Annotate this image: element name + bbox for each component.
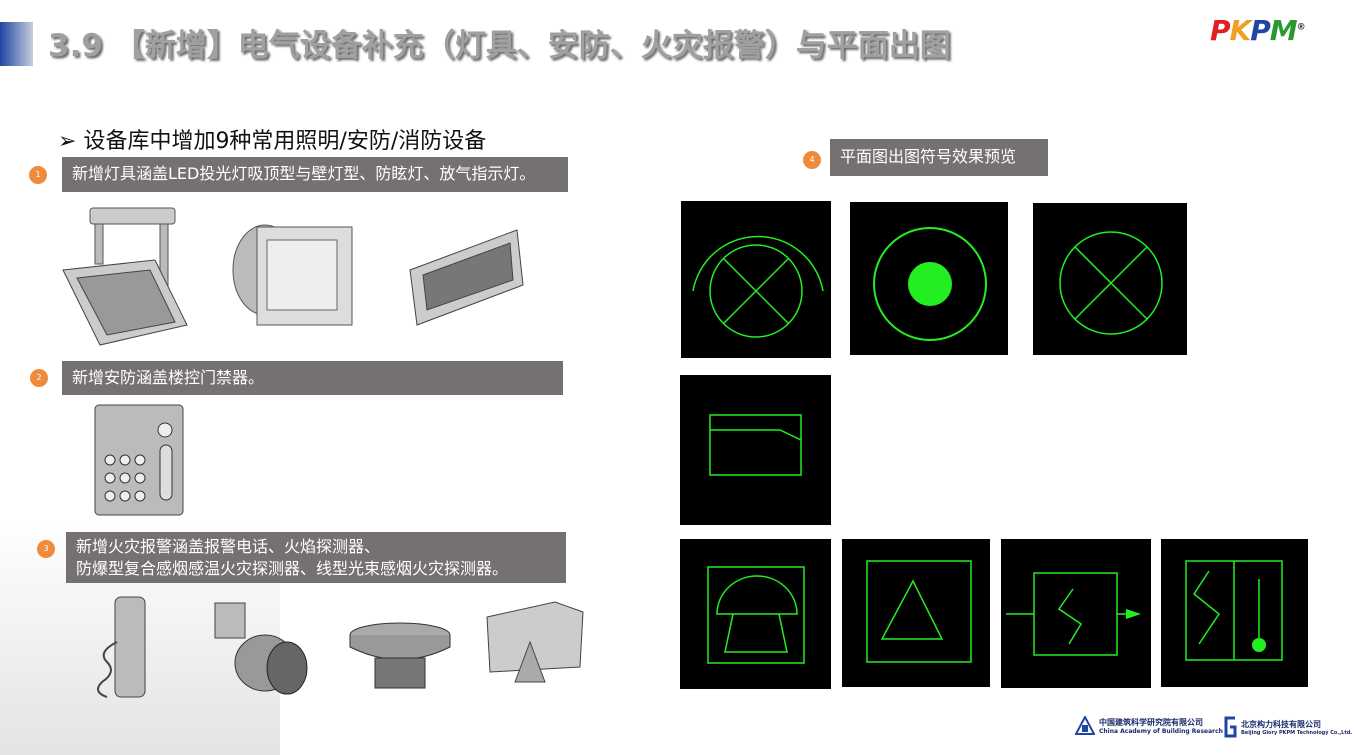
symbol-composite-detector (1001, 539, 1151, 688)
symbol-indicator-light (850, 202, 1008, 355)
lamp-cross-arc-icon (692, 235, 824, 338)
access-control-symbol-icon (709, 414, 802, 476)
title-accent-bar (0, 22, 33, 66)
symbol-wall-lamp (1033, 203, 1187, 355)
section-3-line-2: 防爆型复合感烟感温火灾探测器、线型光束感烟火灾探测器。 (76, 559, 509, 578)
symbol-access-control (680, 375, 831, 525)
page-title: 3.9 【新增】电气设备补充（灯具、安防、火灾报警）与平面出图 (48, 28, 951, 64)
section-1-label: 新增灯具涵盖LED投光灯吸顶型与壁灯型、防眩灯、放气指示灯。 (62, 157, 568, 192)
section-4-label: 平面图出图符号效果预览 (830, 139, 1048, 176)
phone-symbol-icon (707, 566, 805, 664)
alarm-phone-image (97, 596, 146, 698)
access-control-image (94, 404, 184, 516)
section-3-line-1: 新增火灾报警涵盖报警电话、火焰探测器、 (76, 537, 381, 556)
bullet-text: 设备库中增加9种常用照明/安防/消防设备 (83, 129, 487, 154)
symbol-flame-detector (842, 539, 990, 687)
composite-detector-image (349, 622, 451, 689)
org2-name-cn: 北京构力科技有限公司 (1241, 719, 1321, 729)
lamp-filled-circle-icon (873, 227, 987, 341)
triangle-symbol-icon (866, 560, 972, 663)
glory-emblem-icon (1224, 716, 1237, 738)
arrow-bullet-icon: ➢ (58, 129, 84, 154)
badge-2: 2 (30, 369, 48, 387)
symbol-alarm-phone (680, 539, 831, 689)
badge-1: 1 (29, 166, 47, 184)
bullet-heading: ➢ 设备库中增加9种常用照明/安防/消防设备 (58, 123, 486, 155)
org1-name-cn: 中国建筑科学研究院有限公司 (1099, 718, 1203, 727)
org2-name-en: Beijing Glory PKPM Technology Co.,Ltd. (1241, 729, 1353, 736)
lamp-cross-icon (1059, 231, 1163, 335)
beam-detector-symbol-icon (1185, 560, 1283, 661)
led-floodlight-ceiling-image (62, 207, 188, 346)
led-floodlight-wall-image (232, 224, 353, 326)
badge-4: 4 (803, 151, 821, 169)
org1-name-en: China Academy of Building Research (1099, 728, 1223, 735)
anti-glare-light-image (409, 229, 524, 326)
section-2-label: 新增安防涵盖楼控门禁器。 (62, 361, 563, 395)
pkpm-logo: PKPM® (1210, 14, 1306, 47)
detector-arrow-symbol-icon (1006, 572, 1141, 656)
section-3-label: 新增火灾报警涵盖报警电话、火焰探测器、 防爆型复合感烟感温火灾探测器、线型光束感… (66, 532, 566, 583)
beam-smoke-detector-image (486, 601, 584, 683)
cabr-emblem-icon (1075, 716, 1095, 735)
symbol-floodlight-ceiling (681, 201, 831, 358)
flame-detector-image (214, 602, 308, 695)
symbol-beam-smoke-detector (1161, 539, 1308, 687)
badge-3: 3 (37, 540, 55, 558)
